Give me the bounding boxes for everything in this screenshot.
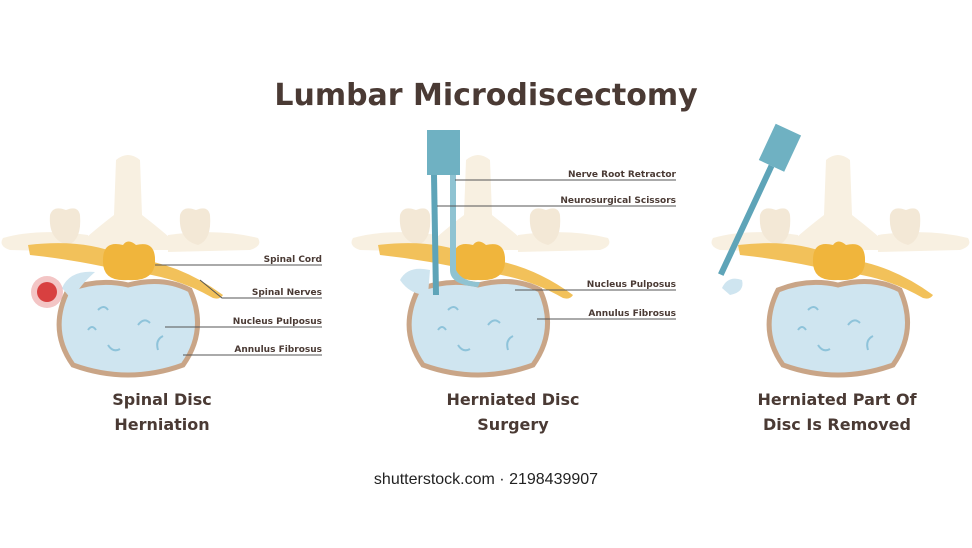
label-spinal-nerves: Spinal Nerves [252, 288, 322, 298]
pain-indicator [37, 282, 57, 302]
neurosurgical-scissors [431, 175, 439, 295]
caption-line-1: Herniated Part Of [757, 390, 917, 409]
panel-surgery: Nerve Root Retractor Neurosurgical Sciss… [352, 130, 677, 434]
label-annulus-fibrosus: Annulus Fibrosus [588, 309, 676, 319]
herniated-bulge [400, 268, 430, 295]
label-nucleus-pulposus: Nucleus Pulposus [587, 280, 676, 290]
caption-line-2: Surgery [477, 415, 549, 434]
watermark: shutterstock.com · 2198439907 [374, 471, 598, 488]
panel-removed: Herniated Part Of Disc Is Removed [708, 123, 970, 434]
herniated-bulge [62, 271, 95, 300]
vertebra-illustration [712, 155, 970, 375]
caption-line-2: Disc Is Removed [763, 415, 911, 434]
label-nerve-root-retractor: Nerve Root Retractor [568, 170, 677, 180]
vertebra-illustration [352, 155, 610, 375]
label-spinal-cord: Spinal Cord [264, 255, 322, 265]
panel-herniation: Spinal Cord Spinal Nerves Nucleus Pulpos… [2, 155, 322, 434]
removed-disc-fragment [722, 278, 743, 295]
instrument-handle [427, 130, 460, 175]
label-annulus-fibrosus: Annulus Fibrosus [234, 345, 322, 355]
caption-line-1: Herniated Disc [446, 390, 579, 409]
label-neurosurgical-scissors: Neurosurgical Scissors [560, 196, 676, 206]
nerve-root-retractor [450, 175, 480, 287]
page-title: Lumbar Microdiscectomy [274, 78, 698, 113]
caption-line-2: Herniation [114, 415, 209, 434]
forceps-instrument [718, 123, 802, 276]
caption-line-1: Spinal Disc [112, 390, 211, 409]
label-nucleus-pulposus: Nucleus Pulposus [233, 317, 322, 327]
